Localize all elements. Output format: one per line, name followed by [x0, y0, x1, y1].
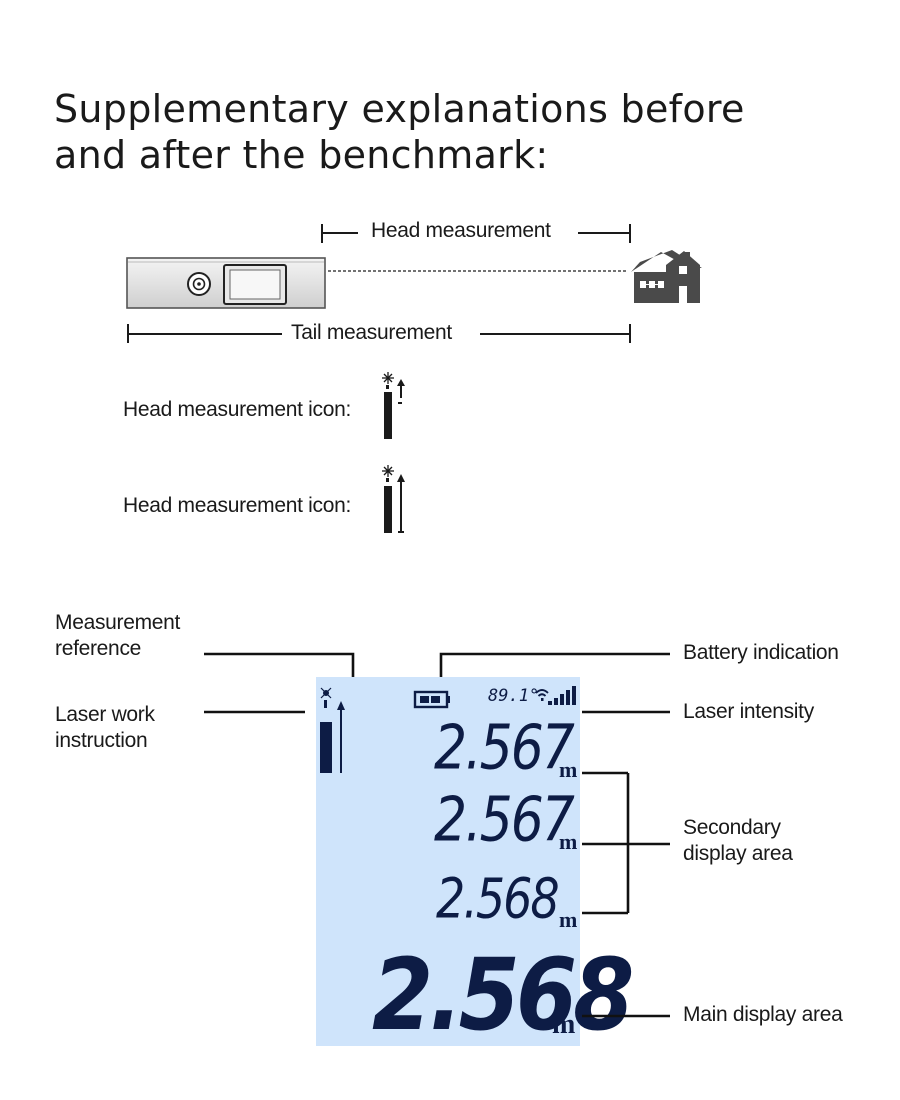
device-button-icon [187, 272, 211, 296]
head-icon-label: Head measurement icon: [123, 398, 352, 421]
unit-label-2: m [559, 829, 578, 854]
main-reading: 2.568 [372, 937, 634, 1053]
secondary-reading-2: 2.567 [434, 785, 575, 856]
secondary-reading-3: 2.568 [436, 866, 560, 931]
callout-battery: Battery indication [683, 641, 839, 664]
tail-dimension-line [127, 324, 631, 343]
head-measurement-label: Head measurement [371, 219, 551, 242]
callout-laser-work-line2: instruction [55, 729, 148, 752]
title-line-2: and after the benchmark: [54, 133, 549, 177]
unit-label-1: m [559, 757, 578, 782]
laser-intensity-icon [535, 686, 576, 705]
laser-work-indicator [320, 687, 345, 773]
callout-laser-work: Laser work instruction [55, 702, 155, 754]
callout-main: Main display area [683, 1003, 843, 1026]
tail-measurement-icon [382, 465, 405, 533]
unit-label-main: m [552, 1009, 576, 1040]
callout-laser-intensity: Laser intensity [683, 700, 814, 723]
head-dimension-line [321, 224, 631, 243]
lcd-display: 89.1° 2.567 m 2.567 m 2.568 m 2.568 m [316, 677, 634, 1052]
rangefinder-device [126, 257, 326, 309]
title-line-1: Supplementary explanations before [54, 87, 745, 131]
house-icon [631, 250, 702, 303]
callout-secondary: Secondary display area [683, 815, 793, 867]
callout-secondary-line2: display area [683, 842, 793, 865]
unit-label-3: m [559, 907, 578, 932]
secondary-reading-1: 2.567 [434, 713, 575, 784]
head-measurement-icon [382, 372, 405, 439]
callout-laser-work-line1: Laser work [55, 703, 155, 726]
callout-secondary-line1: Secondary [683, 816, 781, 839]
callout-measurement-reference: Measurement reference [55, 610, 180, 662]
callout-measurement-reference-line1: Measurement [55, 611, 181, 634]
tail-measurement-label: Tail measurement [291, 321, 452, 344]
callout-measurement-reference-line2: reference [55, 637, 142, 660]
angle-readout: 89.1° [488, 686, 540, 706]
battery-icon [413, 690, 450, 709]
page-title: Supplementary explanations before and af… [54, 86, 854, 178]
tail-icon-label: Head measurement icon: [123, 494, 352, 517]
